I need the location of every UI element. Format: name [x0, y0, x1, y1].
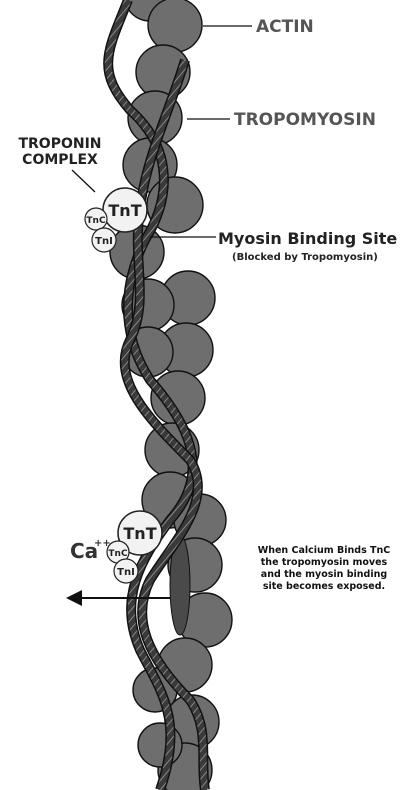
binding-site-label: Myosin Binding Site: [218, 229, 397, 248]
troponin-complex-upper: TnT TnC TnI: [84, 187, 148, 253]
tni-label-upper: TnI: [95, 236, 113, 247]
tropomyosin-label: TROPOMYOSIN: [234, 110, 376, 130]
explanation-line-4: site becomes exposed.: [263, 581, 385, 592]
troponin-complex-label-2: COMPLEX: [22, 152, 98, 168]
explanation-text: When Calcium Binds TnC the tropomyosin m…: [258, 545, 391, 592]
troponin-complex-label-1: TROPONIN: [18, 136, 101, 152]
explanation-line-3: and the myosin binding: [261, 569, 387, 580]
actin-bead: [137, 722, 183, 768]
actin-label: ACTIN: [256, 17, 314, 37]
actin-bead: [147, 0, 203, 53]
calcium-label: Ca: [70, 539, 98, 563]
tnc-label-lower: TnC: [108, 549, 128, 559]
explanation-line-2: the tropomyosin moves: [261, 557, 388, 568]
movement-arrow: [66, 590, 170, 606]
tnt-label-upper: TnT: [108, 201, 141, 220]
leader-lines: [71, 25, 252, 238]
binding-site-note: (Blocked by Tropomyosin): [232, 252, 378, 263]
troponin-complex-lower: TnT TnC TnI: [106, 510, 163, 584]
calcium-charge: ++: [94, 538, 111, 549]
tnc-label-upper: TnC: [86, 216, 106, 226]
tnt-label-lower: TnT: [123, 524, 156, 543]
explanation-line-1: When Calcium Binds TnC: [258, 545, 391, 556]
tni-label-lower: TnI: [117, 567, 135, 578]
